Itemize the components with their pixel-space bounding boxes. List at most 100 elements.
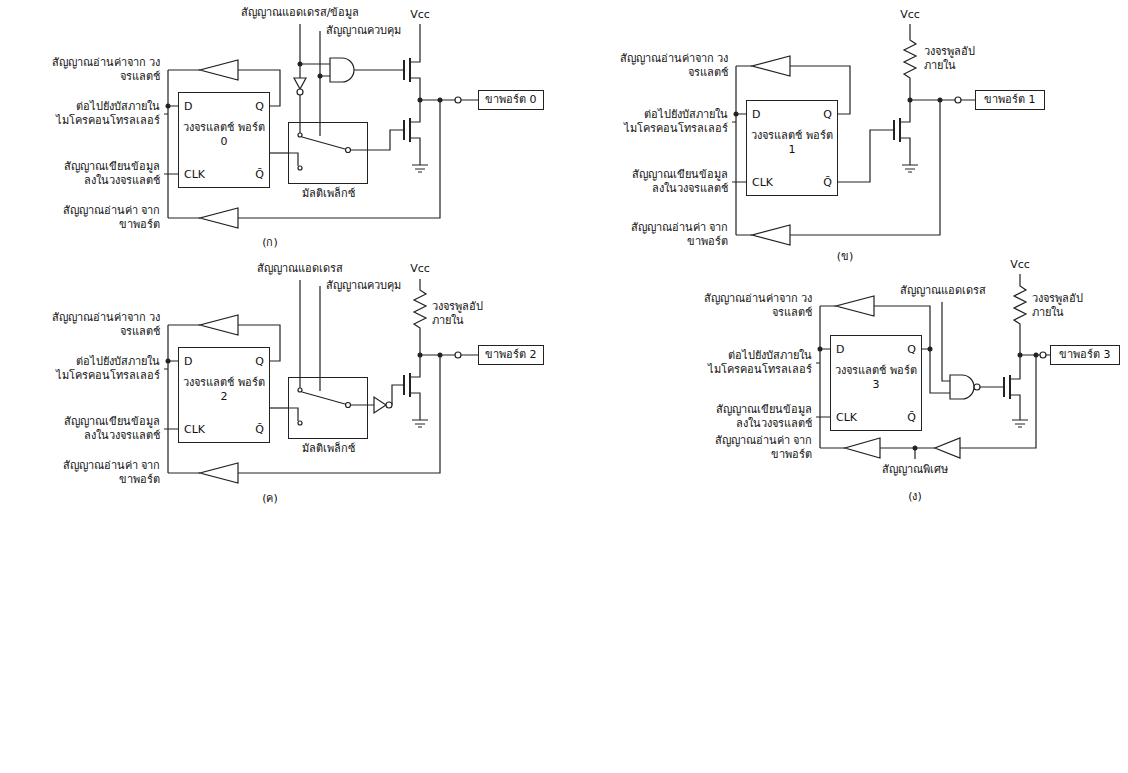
pin-name: CLK [184,168,205,182]
signal-label: สัญญาณควบคุม [326,279,401,293]
supply-label: Vcc [405,262,435,276]
bus-label: ต่อไปยังบัสภายใน ไมโครคอนโทรลเลอร์ [50,355,160,383]
switch-contact [346,403,351,408]
supply-label: Vcc [1005,258,1035,272]
signal-label: สัญญาณควบคุม [326,24,401,38]
bus-label: ต่อไปยังบัสภายใน ไมโครคอนโทรลเลอร์ [702,349,812,377]
pin-name: Q [823,108,832,122]
buffer-symbol [200,315,238,335]
port-pin-box: ขาพอร์ต 2 [478,345,544,365]
buffer-symbol [200,60,238,80]
pin-name: ขาพอร์ต 2 [485,348,537,362]
junction-dot [1018,353,1023,358]
junction-dot [298,62,303,67]
signal-label: สัญญาณเขียนข้อมูล ลงในวงจรแลตช์ [50,415,160,443]
pin-name: Q̄ [907,411,916,425]
multiplexer-box: มัลติเพล็กซ์ [288,122,368,184]
pin-name: Q [907,343,916,357]
buffer-symbol [752,56,790,76]
buffer-symbol [200,208,238,228]
junction-dot [418,98,423,103]
multiplexer-box: มัลติเพล็กซ์ [288,377,368,439]
latch-box: D Q วงจรแลตช์ พอร์ต 1 CLK Q̄ [746,100,838,196]
signal-label: สัญญาณเขียนข้อมูล ลงในวงจรแลตช์ [618,168,728,196]
switch-contact [298,133,302,137]
signal-label: สัญญาณอ่านค่า จากขาพอร์ต [50,204,160,232]
signal-label: สัญญาณอ่านค่า จากขาพอร์ต [702,434,812,462]
buffer-symbol [752,225,790,245]
junction-dot [913,446,918,451]
switch-contact [298,166,302,170]
signal-label: สัญญาณแอดเดรส [900,284,984,298]
junction-dot [818,347,823,352]
signal-label: สัญญาณอ่านค่า จากขาพอร์ต [618,221,728,249]
junction-dot [908,98,913,103]
transistor-symbol [1004,375,1010,399]
junction-dot [166,104,171,109]
latch-box: D Q วงจรแลตช์ พอร์ต 3 CLK Q̄ [830,335,922,431]
wire-connector [270,407,288,408]
signal-label: สัญญาณเขียนข้อมูล ลงในวงจรแลตช์ [702,403,812,431]
pin-name: D [184,355,192,369]
pin-name: D [184,100,192,114]
block-title: วงจรแลตช์ พอร์ต 3 [835,364,917,392]
pin-name: ขาพอร์ต 3 [1059,348,1111,362]
wire-connector [270,152,288,153]
bus-label: ต่อไปยังบัสภายใน ไมโครคอนโทรลเลอร์ [50,100,160,128]
inverter-symbol [374,397,386,413]
panel-label: (ค) [255,492,285,506]
pin-name: CLK [184,423,205,437]
pullup-label: วงจรพูลอัป ภายใน [432,300,488,328]
junction-dot [438,353,443,358]
block-title: วงจรแลตช์ พอร์ต 0 [183,121,265,149]
bus-label: ต่อไปยังบัสภายใน ไมโครคอนโทรลเลอร์ [618,108,728,136]
pin-name: ขาพอร์ต 1 [984,93,1036,107]
junction-dot [938,98,943,103]
pin-name: CLK [752,176,773,190]
switch-contact [298,421,302,425]
inverter-bubble [297,89,303,95]
latch-box: DQวงจรแลตช์ พอร์ต 0CLKQ̄ [178,92,270,188]
signal-label: สัญญาณอ่านค่าจาก วงจรแลตช์ [702,292,812,320]
block-title: วงจรแลตช์ พอร์ต 1 [751,129,833,157]
block-title: มัลติเพล็กซ์ [302,187,355,201]
pin-terminal [1040,352,1046,358]
junction-dot [438,98,443,103]
pin-name: D [752,108,760,122]
pullup-label: วงจรพูลอัป ภายใน [924,45,986,73]
buffer-symbol [200,463,238,483]
buffer-symbol [935,438,960,458]
pin-name: Q [255,100,264,114]
signal-label: สัญญาณอ่านค่าจาก วงจรแลตช์ [618,52,728,80]
supply-label: Vcc [405,8,435,22]
signal-label: สัญญาณอ่านค่าจาก วงจรแลตช์ [50,56,160,84]
and-gate-symbol [330,58,354,82]
port-pin-box: ขาพอร์ต 0 [478,90,544,110]
wire [164,24,478,218]
pullup-label: วงจรพูลอัป ภายใน [1032,292,1092,320]
signal-label: สัญญาณแอดเดรส [250,262,350,276]
inverter-bubble [386,402,392,408]
transistor-symbol [894,118,900,142]
wire [164,279,478,473]
pin-terminal [455,97,461,103]
pin-terminal [455,352,461,358]
nand-bubble [974,384,980,390]
junction-dot [318,74,323,79]
supply-label: Vcc [895,8,925,22]
buffer-symbol [845,438,880,458]
pin-name: Q̄ [255,423,264,437]
pin-name: D [836,343,844,357]
junction-dot [166,359,171,364]
signal-label: สัญญาณอ่านค่า จากขาพอร์ต [50,459,160,487]
pin-name: CLK [836,411,857,425]
junction-dot [734,112,739,117]
wire [816,274,1050,459]
junction-dot [418,353,423,358]
signal-label: สัญญาณพิเศษ [875,463,955,477]
pin-name: ขาพอร์ต 0 [485,93,537,107]
pin-name: Q̄ [823,176,832,190]
block-title: มัลติเพล็กซ์ [302,442,355,456]
